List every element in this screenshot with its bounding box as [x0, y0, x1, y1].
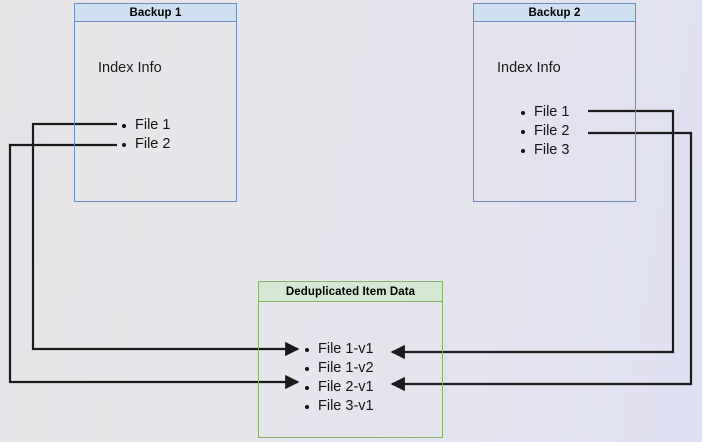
node-backup1-body-title: Index Info	[98, 60, 162, 76]
node-backup1-header[interactable]: Backup 1	[74, 3, 237, 22]
node-backup1-body	[74, 3, 237, 202]
node-backup2-header[interactable]: Backup 2	[473, 3, 636, 22]
list-item[interactable]: File 2	[519, 122, 569, 141]
list-item[interactable]: File 3	[519, 141, 569, 160]
list-item[interactable]: File 1-v1	[303, 340, 374, 359]
node-dedup-file-list: File 1-v1 File 1-v2 File 2-v1 File 3-v1	[303, 340, 374, 416]
node-backup1-file-list: File 1 File 2	[120, 116, 170, 154]
node-dedup-header[interactable]: Deduplicated Item Data	[258, 281, 443, 302]
list-item[interactable]: File 1	[519, 103, 569, 122]
list-item[interactable]: File 3-v1	[303, 397, 374, 416]
node-backup2-file-list: File 1 File 2 File 3	[519, 103, 569, 160]
list-item[interactable]: File 1-v2	[303, 359, 374, 378]
list-item[interactable]: File 2-v1	[303, 378, 374, 397]
list-item[interactable]: File 2	[120, 135, 170, 154]
node-backup2-body-title: Index Info	[497, 60, 561, 76]
list-item[interactable]: File 1	[120, 116, 170, 135]
